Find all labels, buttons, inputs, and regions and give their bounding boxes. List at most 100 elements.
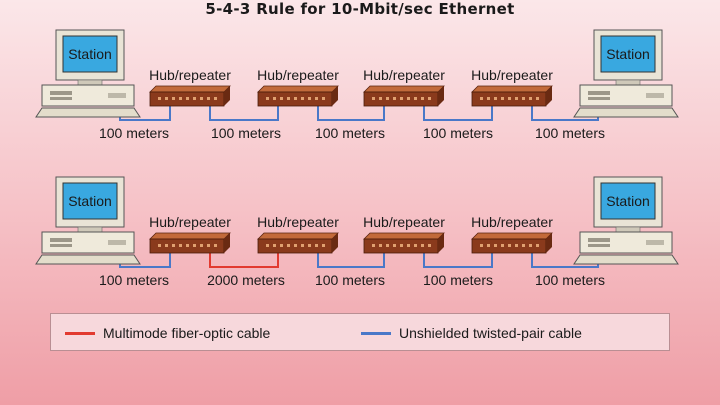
keyboard (573, 254, 679, 265)
port-light (266, 244, 269, 247)
monitor-stand (615, 79, 641, 86)
hub-label: Hub/repeater (471, 214, 553, 230)
port-light (501, 244, 504, 247)
port-light (273, 244, 276, 247)
legend-utp: Unshielded twisted-pair cable (361, 325, 582, 341)
hub-side (438, 233, 444, 253)
port-light (386, 244, 389, 247)
front-panel (108, 240, 126, 245)
drive-bay (50, 97, 72, 100)
hub-label: Hub/repeater (149, 67, 231, 83)
segment-length-label: 100 meters (99, 125, 169, 141)
port-light (207, 244, 210, 247)
segment-length-label: 100 meters (535, 125, 605, 141)
station-right: Station (573, 176, 679, 265)
port-light (400, 244, 403, 247)
hub-top (149, 85, 231, 93)
hub-label: Hub/repeater (471, 67, 553, 83)
keyboard (35, 107, 141, 118)
port-light (414, 244, 417, 247)
port-light (393, 244, 396, 247)
hub-top (471, 232, 553, 240)
hub-repeater-3: Hub/repeater (363, 214, 445, 254)
legend-utp-swatch (361, 331, 391, 335)
front-panel (646, 93, 664, 98)
hub-label: Hub/repeater (363, 67, 445, 83)
system-unit (41, 84, 135, 107)
port-light (372, 244, 375, 247)
port-light (308, 244, 311, 247)
hub-side (332, 233, 338, 253)
hub-repeater-2: Hub/repeater (257, 214, 339, 254)
monitor-stand (77, 79, 103, 86)
station-right: Station (573, 29, 679, 118)
hub-top (257, 232, 339, 240)
hub-repeater-4: Hub/repeater (471, 67, 553, 107)
drive-bay (588, 244, 610, 247)
port-light (386, 97, 389, 100)
drive-bay (50, 91, 72, 95)
drive-bay (588, 238, 610, 242)
port-light (494, 244, 497, 247)
legend-utp-label: Unshielded twisted-pair cable (399, 325, 582, 341)
segment-length-label: 100 meters (211, 125, 281, 141)
drive-bay (588, 97, 610, 100)
port-light (480, 97, 483, 100)
port-light (158, 97, 161, 100)
segment-length-label: 100 meters (423, 272, 493, 288)
port-light (508, 244, 511, 247)
legend-fiber: Multimode fiber-optic cable (65, 325, 270, 341)
port-light (172, 97, 175, 100)
port-light (529, 244, 532, 247)
keyboard (35, 254, 141, 265)
port-light (186, 97, 189, 100)
hub-side (438, 86, 444, 106)
port-light (322, 244, 325, 247)
hub-top (363, 85, 445, 93)
station-label: Station (68, 46, 112, 62)
port-light (266, 97, 269, 100)
segment-length-label: 100 meters (315, 272, 385, 288)
port-light (308, 97, 311, 100)
port-light (407, 244, 410, 247)
system-unit (579, 84, 673, 107)
port-light (186, 244, 189, 247)
port-light (515, 244, 518, 247)
drive-bay (50, 244, 72, 247)
cable-segment-3 (317, 106, 385, 121)
port-light (322, 97, 325, 100)
port-light (315, 97, 318, 100)
port-light (193, 97, 196, 100)
port-light (529, 97, 532, 100)
monitor-stand (77, 226, 103, 233)
port-light (522, 244, 525, 247)
hub-label: Hub/repeater (363, 214, 445, 230)
hub-label: Hub/repeater (257, 214, 339, 230)
port-light (287, 244, 290, 247)
port-light (200, 97, 203, 100)
legend: Multimode fiber-optic cable Unshielded t… (50, 313, 670, 351)
hub-top (363, 232, 445, 240)
hub-side (224, 86, 230, 106)
station-left: Station (35, 29, 141, 118)
segment-length-label: 100 meters (315, 125, 385, 141)
port-light (165, 244, 168, 247)
hub-side (546, 86, 552, 106)
port-light (421, 244, 424, 247)
drive-bay (50, 238, 72, 242)
front-panel (108, 93, 126, 98)
monitor-screen (62, 35, 118, 73)
front-panel (646, 240, 664, 245)
port-light (273, 97, 276, 100)
station-left: Station (35, 176, 141, 265)
port-light (165, 97, 168, 100)
port-light (193, 244, 196, 247)
hub-label: Hub/repeater (149, 214, 231, 230)
station-label: Station (68, 193, 112, 209)
port-light (515, 97, 518, 100)
diagram-row-1: 100 meters 100 meters 100 meters 100 meters… (99, 106, 605, 141)
system-unit (41, 231, 135, 254)
port-light (287, 97, 290, 100)
